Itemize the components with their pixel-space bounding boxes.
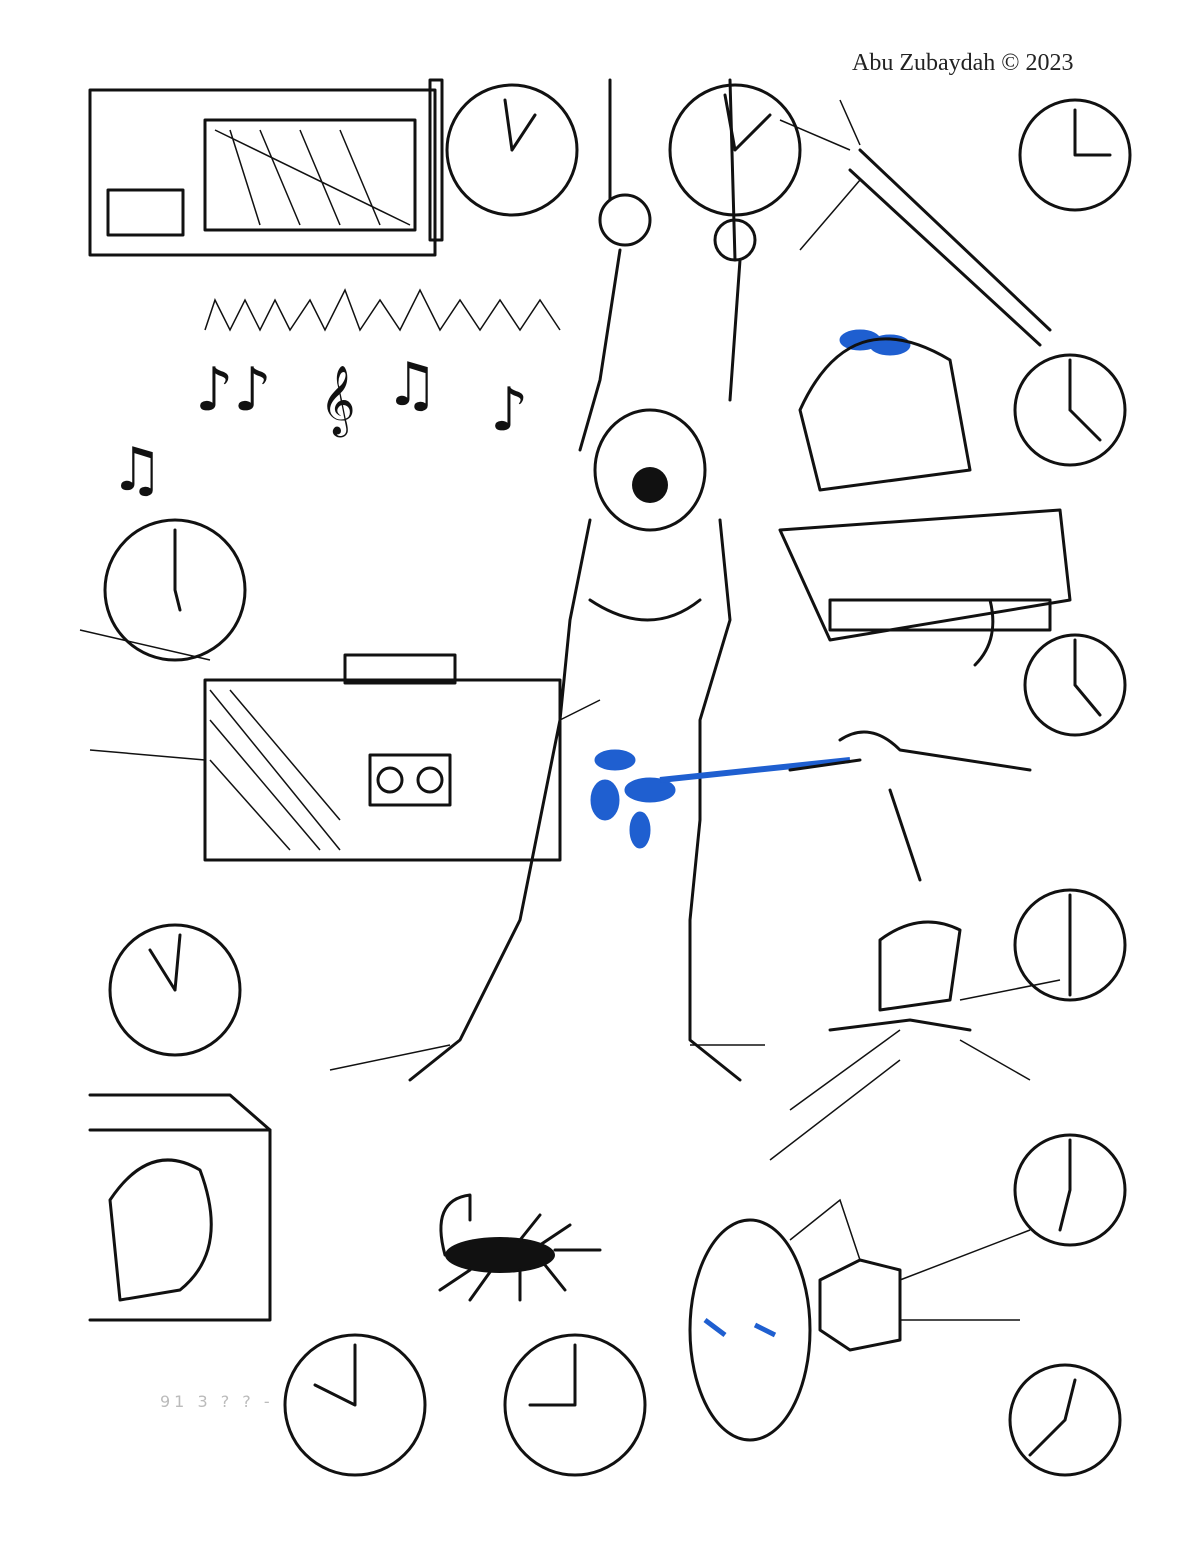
punch-icon: [688, 1198, 1031, 1442]
slap-icon: [769, 920, 1061, 1161]
boombox-icon: [79, 629, 601, 862]
baton-icon: [779, 99, 1052, 347]
svg-text:♫: ♫: [385, 350, 439, 420]
water-hose-icon: [788, 730, 1032, 882]
scorpion-icon: [438, 1193, 602, 1302]
svg-text:♫: ♫: [110, 435, 164, 505]
figure-with-water-icon: [778, 337, 1072, 667]
copyright-caption: Abu Zubaydah © 2023: [852, 50, 1074, 76]
confinement-box-icon: [88, 1093, 272, 1322]
faint-marks: 91 3 ? ? -: [160, 1392, 274, 1411]
svg-text:♪: ♪: [490, 375, 528, 445]
stereo-equipment-icon: [88, 78, 444, 257]
music-notes-icon: ♫ ♪♪ 𝄞 ♫ ♪: [110, 288, 561, 505]
svg-text:♪♪: ♪♪: [195, 355, 272, 425]
water-splash-icon: [590, 329, 911, 849]
suspended-figure-icon: [329, 78, 765, 1082]
svg-text:𝄞: 𝄞: [320, 365, 355, 437]
clock-icon: [103, 83, 1132, 1477]
